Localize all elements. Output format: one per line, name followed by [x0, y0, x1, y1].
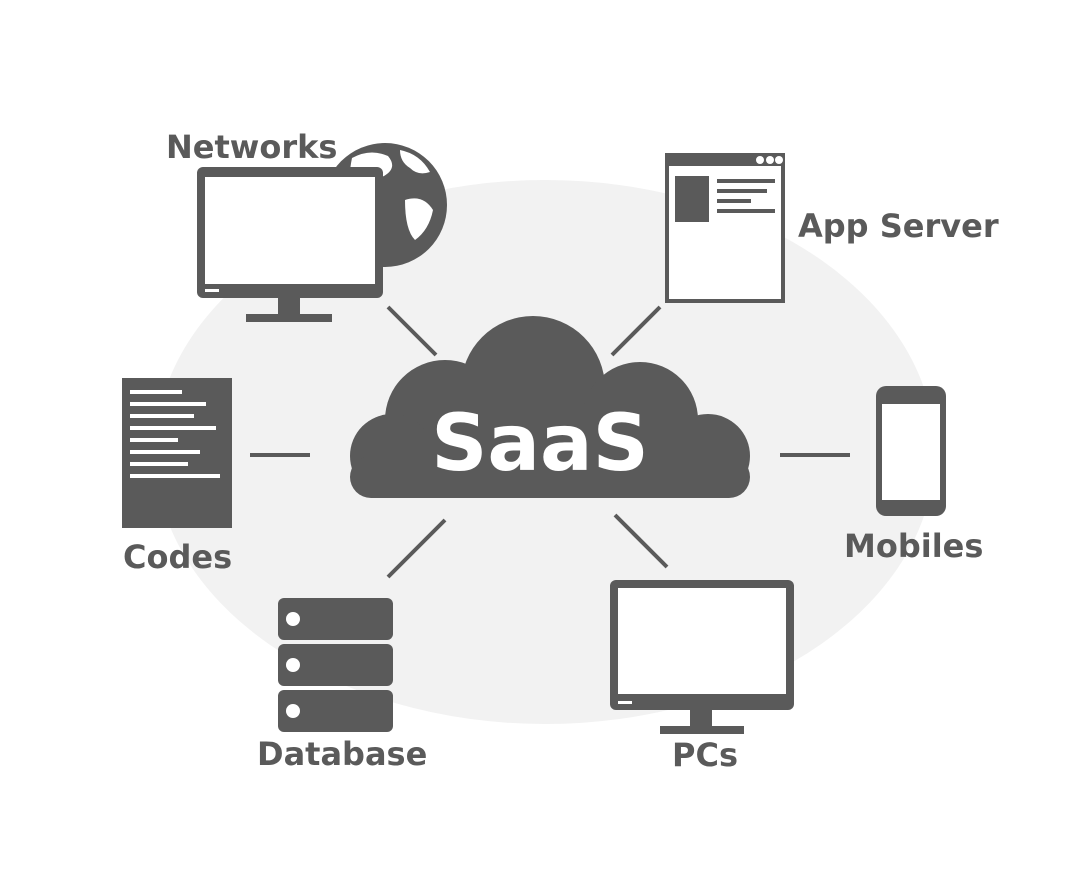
codes-label: Codes [123, 538, 232, 576]
mobiles-label: Mobiles [844, 527, 983, 565]
connector-app-server [610, 305, 662, 357]
browser-window-icon [665, 153, 785, 303]
app-server-label: App Server [798, 207, 999, 245]
desktop-monitor-icon [610, 580, 794, 734]
smartphone-icon [876, 386, 946, 516]
connector-database [386, 518, 447, 579]
database-server-icon [278, 598, 393, 732]
connector-pcs [613, 513, 669, 569]
saas-cloud [350, 316, 750, 498]
connector-networks [386, 305, 438, 357]
connectors [250, 305, 850, 579]
networks-label: Networks [166, 128, 337, 166]
database-label: Database [257, 735, 427, 773]
pcs-label: PCs [672, 736, 738, 774]
code-document-icon [122, 378, 232, 528]
saas-label: SaaS [431, 399, 649, 489]
monitor-with-globe-icon [197, 143, 447, 322]
